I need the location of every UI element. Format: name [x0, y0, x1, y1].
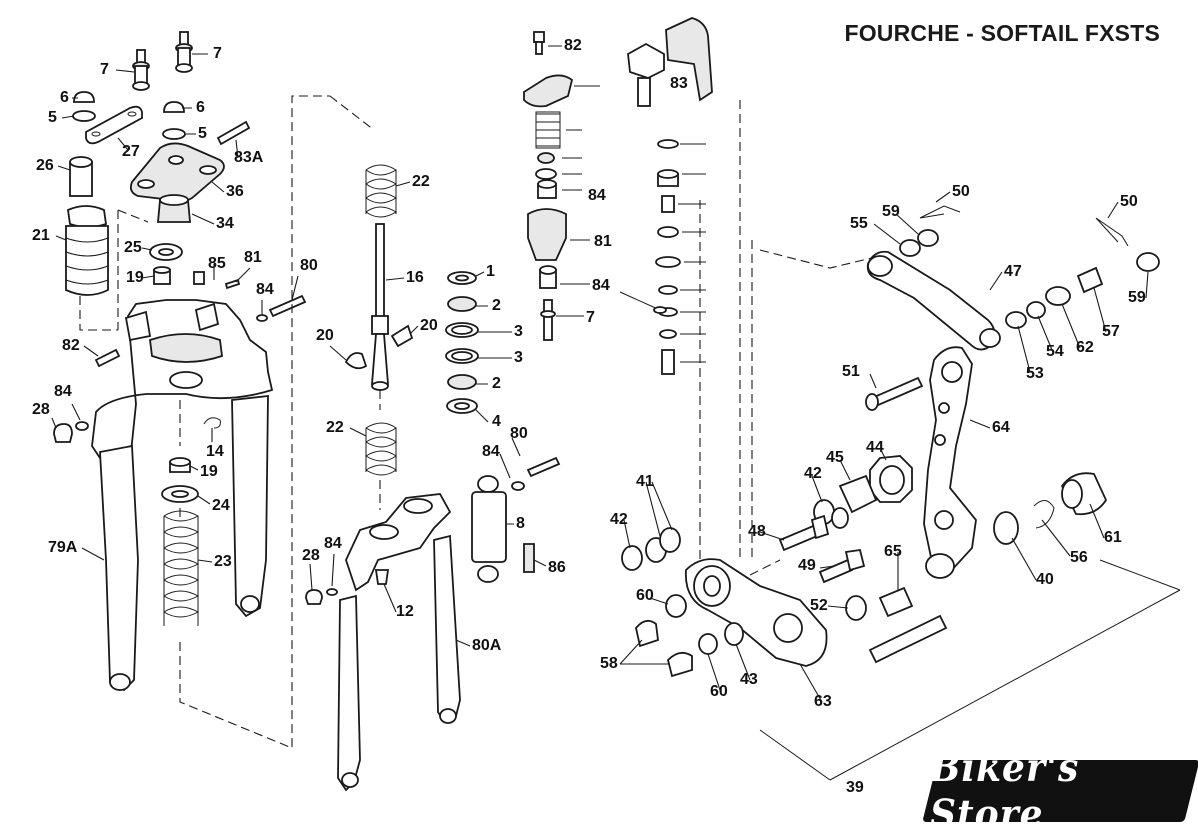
callout-label: 20: [420, 317, 438, 334]
callout-label: 7: [100, 61, 109, 78]
callout-label: 54: [1046, 343, 1064, 360]
leader-lines: [51, 45, 1149, 703]
callout-label: 5: [198, 125, 207, 142]
callout-label: 63: [814, 693, 832, 710]
callout-label: 85: [208, 255, 226, 272]
callout-label: 83: [670, 75, 688, 92]
callout-label: 28: [302, 547, 320, 564]
callout-label: 84: [592, 277, 610, 294]
callout-label: 80: [510, 425, 528, 442]
callout-label: 61: [1104, 529, 1122, 546]
stud-7-a: [132, 49, 150, 91]
callout-label: 22: [326, 419, 344, 436]
top-center-assembly: [523, 17, 713, 375]
callout-label: 58: [600, 655, 618, 672]
brand-text: Biker's Store: [930, 744, 1080, 837]
callout-label: 81: [594, 233, 612, 250]
callout-label: 39: [846, 779, 864, 796]
callout-labels: 7 7 6 6 5 5 27 26 36 83A 34 21 25 85 81 …: [32, 37, 1146, 796]
callout-label: 60: [710, 683, 728, 700]
callout-label: 55: [850, 215, 868, 232]
callout-label: 43: [740, 671, 758, 688]
callout-label: 80: [300, 257, 318, 274]
callout-label: 84: [482, 443, 500, 460]
callout-label: 83A: [234, 149, 264, 166]
callout-label: 4: [492, 413, 501, 430]
callout-label: 22: [412, 173, 430, 190]
callout-label: 19: [200, 463, 218, 480]
callout-label: 59: [1128, 289, 1146, 306]
callout-label: 21: [32, 227, 50, 244]
callout-label: 53: [1026, 365, 1044, 382]
callout-label: 6: [60, 89, 69, 106]
callout-label: 3: [514, 349, 523, 366]
callout-label: 14: [206, 443, 224, 460]
callout-label: 23: [214, 553, 232, 570]
callout-label: 28: [32, 401, 50, 418]
callout-label: 84: [54, 383, 72, 400]
callout-label: 50: [952, 183, 970, 200]
callout-label: 84: [324, 535, 342, 552]
callout-label: 1: [486, 263, 495, 280]
callout-label: 80A: [472, 637, 502, 654]
callout-label: 40: [1036, 571, 1054, 588]
callout-label: 3: [514, 323, 523, 340]
callout-label: 19: [126, 269, 144, 286]
callout-label: 42: [610, 511, 628, 528]
callout-label: 86: [548, 559, 566, 576]
callout-label: 82: [564, 37, 582, 54]
callout-label: 7: [213, 45, 222, 62]
callout-label: 27: [122, 143, 140, 160]
callout-label: 12: [396, 603, 414, 620]
callout-label: 49: [798, 557, 816, 574]
left-assembly: [53, 31, 330, 749]
diagram-title: FOURCHE - SOFTAIL FXSTS: [844, 20, 1160, 46]
callout-label: 51: [842, 363, 860, 380]
callout-label: 56: [1070, 549, 1088, 566]
callout-label: 48: [748, 523, 766, 540]
callout-label: 2: [492, 375, 501, 392]
callout-label: 16: [406, 269, 424, 286]
callout-label: 7: [586, 309, 595, 326]
callout-label: 79A: [48, 539, 78, 556]
callout-label: 84: [588, 187, 606, 204]
middle-assembly: [305, 95, 561, 792]
callout-label: 25: [124, 239, 142, 256]
callout-label: 81: [244, 249, 262, 266]
callout-label: 65: [884, 543, 902, 560]
callout-label: 42: [804, 465, 822, 482]
callout-label: 45: [826, 449, 844, 466]
callout-label: 41: [636, 473, 654, 490]
callout-label: 57: [1102, 323, 1120, 340]
callout-label: 26: [36, 157, 54, 174]
callout-label: 52: [810, 597, 828, 614]
callout-label: 84: [256, 281, 274, 298]
callout-label: 50: [1120, 193, 1138, 210]
callout-label: 8: [516, 515, 525, 532]
callout-label: 6: [196, 99, 205, 116]
callout-label: 62: [1076, 339, 1094, 356]
callout-label: 36: [226, 183, 244, 200]
callout-label: 20: [316, 327, 334, 344]
stud-7-b: [175, 31, 193, 73]
callout-label: 60: [636, 587, 654, 604]
callout-label: 5: [48, 109, 57, 126]
callout-label: 34: [216, 215, 234, 232]
callout-label: 82: [62, 337, 80, 354]
right-assembly: [621, 100, 1181, 781]
brand-logo: Biker's Store: [922, 745, 1198, 837]
callout-label: 64: [992, 419, 1010, 436]
callout-label: 59: [882, 203, 900, 220]
callout-label: 24: [212, 497, 230, 514]
callout-label: 44: [866, 439, 884, 456]
callout-label: 47: [1004, 263, 1022, 280]
callout-label: 2: [492, 297, 501, 314]
